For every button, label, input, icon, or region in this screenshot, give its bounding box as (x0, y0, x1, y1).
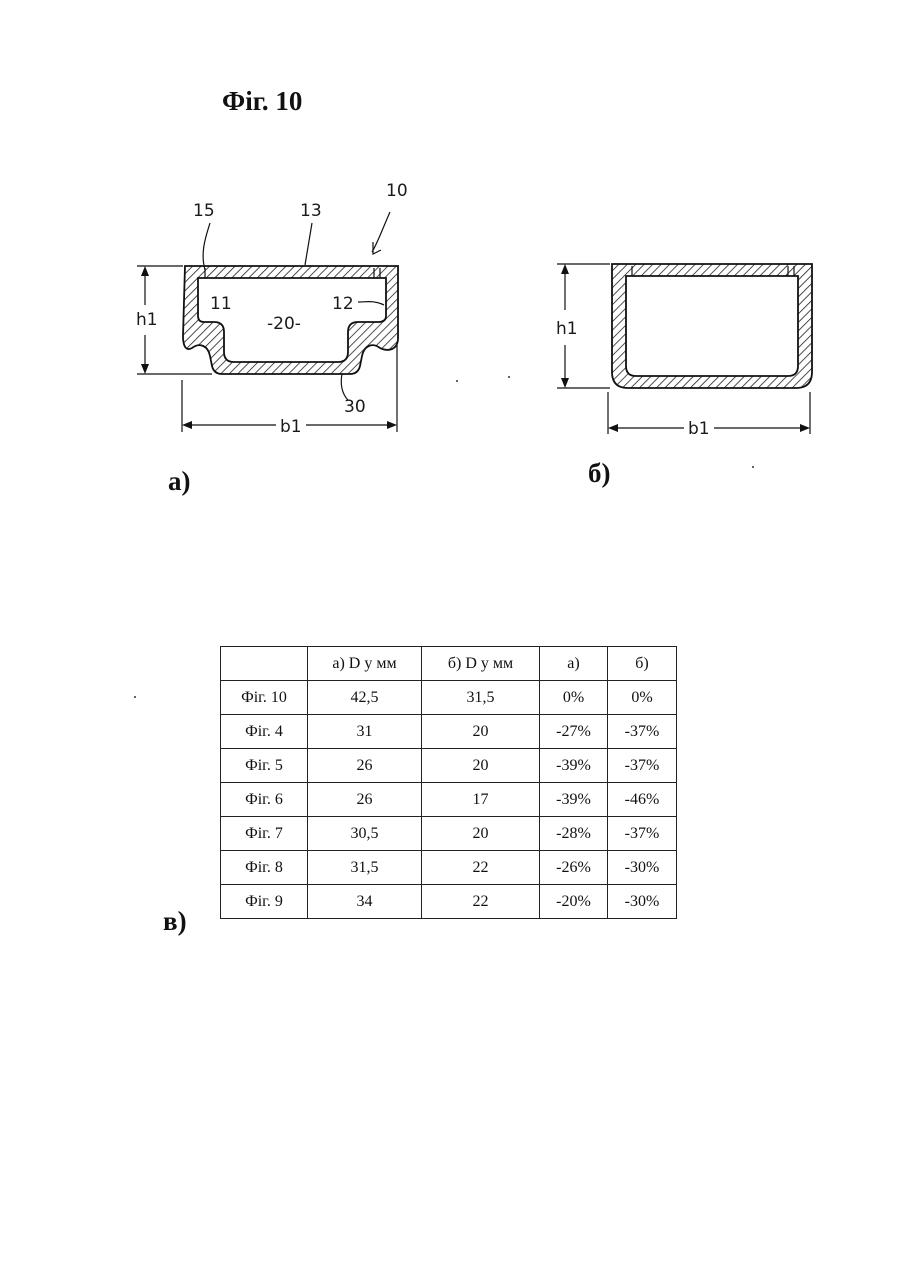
callout-15: 15 (193, 201, 215, 221)
callout-10: 10 (386, 181, 408, 201)
table-cell: -30% (608, 885, 677, 919)
table-cell: 30,5 (308, 817, 422, 851)
dimension-arrows-b (561, 264, 810, 432)
table-row: Фіг. 4 31 20 -27% -37% (221, 715, 677, 749)
header-cell (221, 647, 308, 681)
panel-label-c: в) (163, 906, 187, 937)
table-cell: 31,5 (308, 851, 422, 885)
table-cell: 42,5 (308, 681, 422, 715)
row-label-cell: Фіг. 9 (221, 885, 308, 919)
table-row: Фіг. 9 34 22 -20% -30% (221, 885, 677, 919)
scan-speck (456, 380, 458, 382)
scan-speck (752, 466, 754, 468)
callout-30: 30 (344, 397, 366, 417)
table-cell: -26% (540, 851, 608, 885)
table-cell: 34 (308, 885, 422, 919)
scan-speck (508, 376, 510, 378)
dimension-h1-b: h1 (556, 319, 578, 339)
table-cell: 20 (422, 749, 540, 783)
header-cell: б) (608, 647, 677, 681)
table-row: Фіг. 5 26 20 -39% -37% (221, 749, 677, 783)
dimension-b1-a: b1 (280, 417, 302, 437)
table-row: Фіг. 10 42,5 31,5 0% 0% (221, 681, 677, 715)
table-cell: 31,5 (422, 681, 540, 715)
scan-speck (134, 696, 136, 698)
table-row: Фіг. 6 26 17 -39% -46% (221, 783, 677, 817)
callout-11: 11 (210, 294, 232, 314)
header-cell: а) D у мм (308, 647, 422, 681)
table-cell: -37% (608, 715, 677, 749)
header-cell: а) (540, 647, 608, 681)
row-label-cell: Фіг. 7 (221, 817, 308, 851)
table-cell: 20 (422, 715, 540, 749)
table-cell: -27% (540, 715, 608, 749)
table-cell: 31 (308, 715, 422, 749)
header-cell: б) D у мм (422, 647, 540, 681)
callout-13: 13 (300, 201, 322, 221)
profile-section-b (612, 264, 812, 388)
callout-20: -20- (267, 314, 301, 334)
technical-drawing: 10 15 13 11 -20- 12 30 h1 b1 h1 b1 (0, 0, 900, 560)
table-cell: -20% (540, 885, 608, 919)
table-row: Фіг. 8 31,5 22 -26% -30% (221, 851, 677, 885)
table-cell: -39% (540, 749, 608, 783)
table-cell: -37% (608, 749, 677, 783)
results-table: а) D у мм б) D у мм а) б) Фіг. 10 42,5 3… (220, 646, 677, 919)
dimension-lines-b (557, 264, 810, 434)
row-label-cell: Фіг. 8 (221, 851, 308, 885)
dimension-b1-b: b1 (688, 419, 710, 439)
row-label-cell: Фіг. 5 (221, 749, 308, 783)
table-cell: 0% (540, 681, 608, 715)
row-label-cell: Фіг. 10 (221, 681, 308, 715)
table-cell: 20 (422, 817, 540, 851)
table-header-row: а) D у мм б) D у мм а) б) (221, 647, 677, 681)
row-label-cell: Фіг. 6 (221, 783, 308, 817)
table-cell: 22 (422, 851, 540, 885)
table-cell: 26 (308, 783, 422, 817)
panel-label-b: б) (588, 458, 611, 489)
table-cell: 22 (422, 885, 540, 919)
table-row: Фіг. 7 30,5 20 -28% -37% (221, 817, 677, 851)
callout-12: 12 (332, 294, 354, 314)
table-cell: -39% (540, 783, 608, 817)
table-cell: 0% (608, 681, 677, 715)
table-cell: -30% (608, 851, 677, 885)
table-cell: -28% (540, 817, 608, 851)
table-cell: -37% (608, 817, 677, 851)
table-cell: 17 (422, 783, 540, 817)
table-cell: 26 (308, 749, 422, 783)
panel-label-a: а) (168, 466, 191, 497)
table-cell: -46% (608, 783, 677, 817)
dimension-h1-a: h1 (136, 310, 158, 330)
row-label-cell: Фіг. 4 (221, 715, 308, 749)
